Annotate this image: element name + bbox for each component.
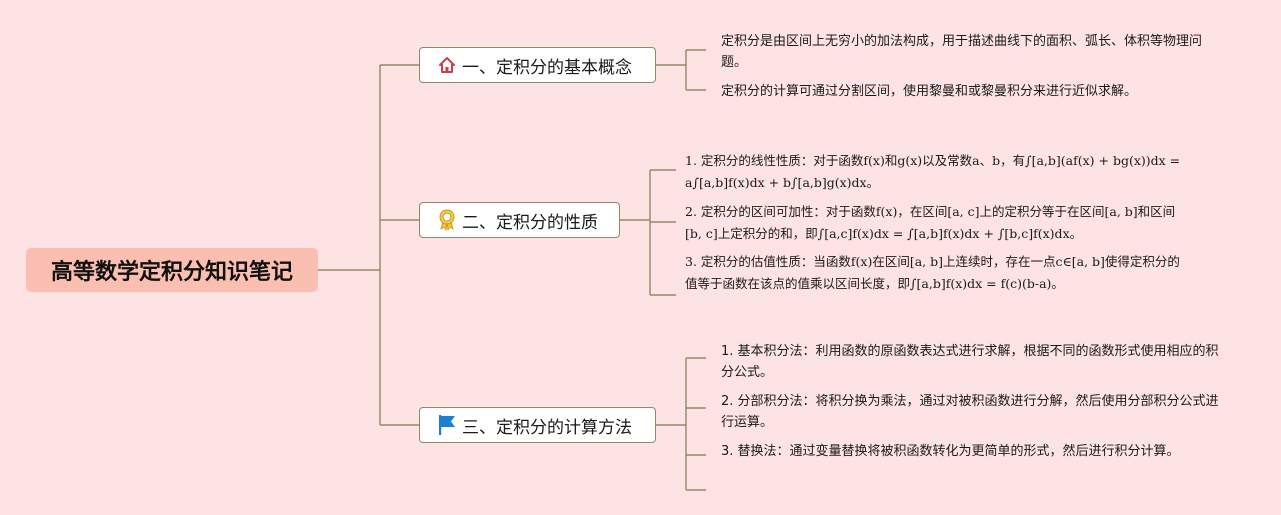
leaf-property-additivity: 2. 定积分的区间可加性：对于函数f(x)，在区间[a, c]上的定积分等于在区…	[685, 204, 1176, 241]
branch-label: 三、定积分的计算方法	[462, 417, 632, 438]
flag-icon	[436, 414, 458, 436]
branch-label: 二、定积分的性质	[462, 212, 598, 233]
home-icon	[436, 54, 458, 76]
branch-properties[interactable]: 二、定积分的性质	[419, 202, 620, 238]
branch-basic-concept[interactable]: 一、定积分的基本概念	[419, 47, 656, 83]
leaf-method-substitution: 3. 替换法：通过变量替换将被积函数转化为更简单的形式，然后进行积分计算。	[721, 444, 1180, 459]
award-ribbon-icon	[436, 209, 458, 231]
leaf-method-by-parts: 2. 分部积分法：将积分换为乘法，通过对被积函数进行分解，然后使用分部积分公式进…	[721, 394, 1219, 430]
root-topic[interactable]: 高等数学定积分知识笔记	[26, 248, 318, 292]
branch-label: 一、定积分的基本概念	[462, 57, 632, 78]
leaf-property-mean-value: 3. 定积分的估值性质：当函数f(x)在区间[a, b]上连续时，存在一点c∈[…	[685, 254, 1180, 291]
leaf-concept-2: 定积分的计算可通过分割区间，使用黎曼和或黎曼积分来进行近似求解。	[721, 84, 1138, 99]
leaf-concept-1: 定积分是由区间上无穷小的加法构成，用于描述曲线下的面积、弧长、体积等物理问题。	[721, 34, 1203, 70]
leaf-property-linearity: 1. 定积分的线性性质：对于函数f(x)和g(x)以及常数a、b，有∫[a,b]…	[685, 153, 1181, 190]
branch-calculation-methods[interactable]: 三、定积分的计算方法	[419, 407, 656, 443]
leaf-method-basic: 1. 基本积分法：利用函数的原函数表达式进行求解，根据不同的函数形式使用相应的积…	[721, 344, 1219, 380]
